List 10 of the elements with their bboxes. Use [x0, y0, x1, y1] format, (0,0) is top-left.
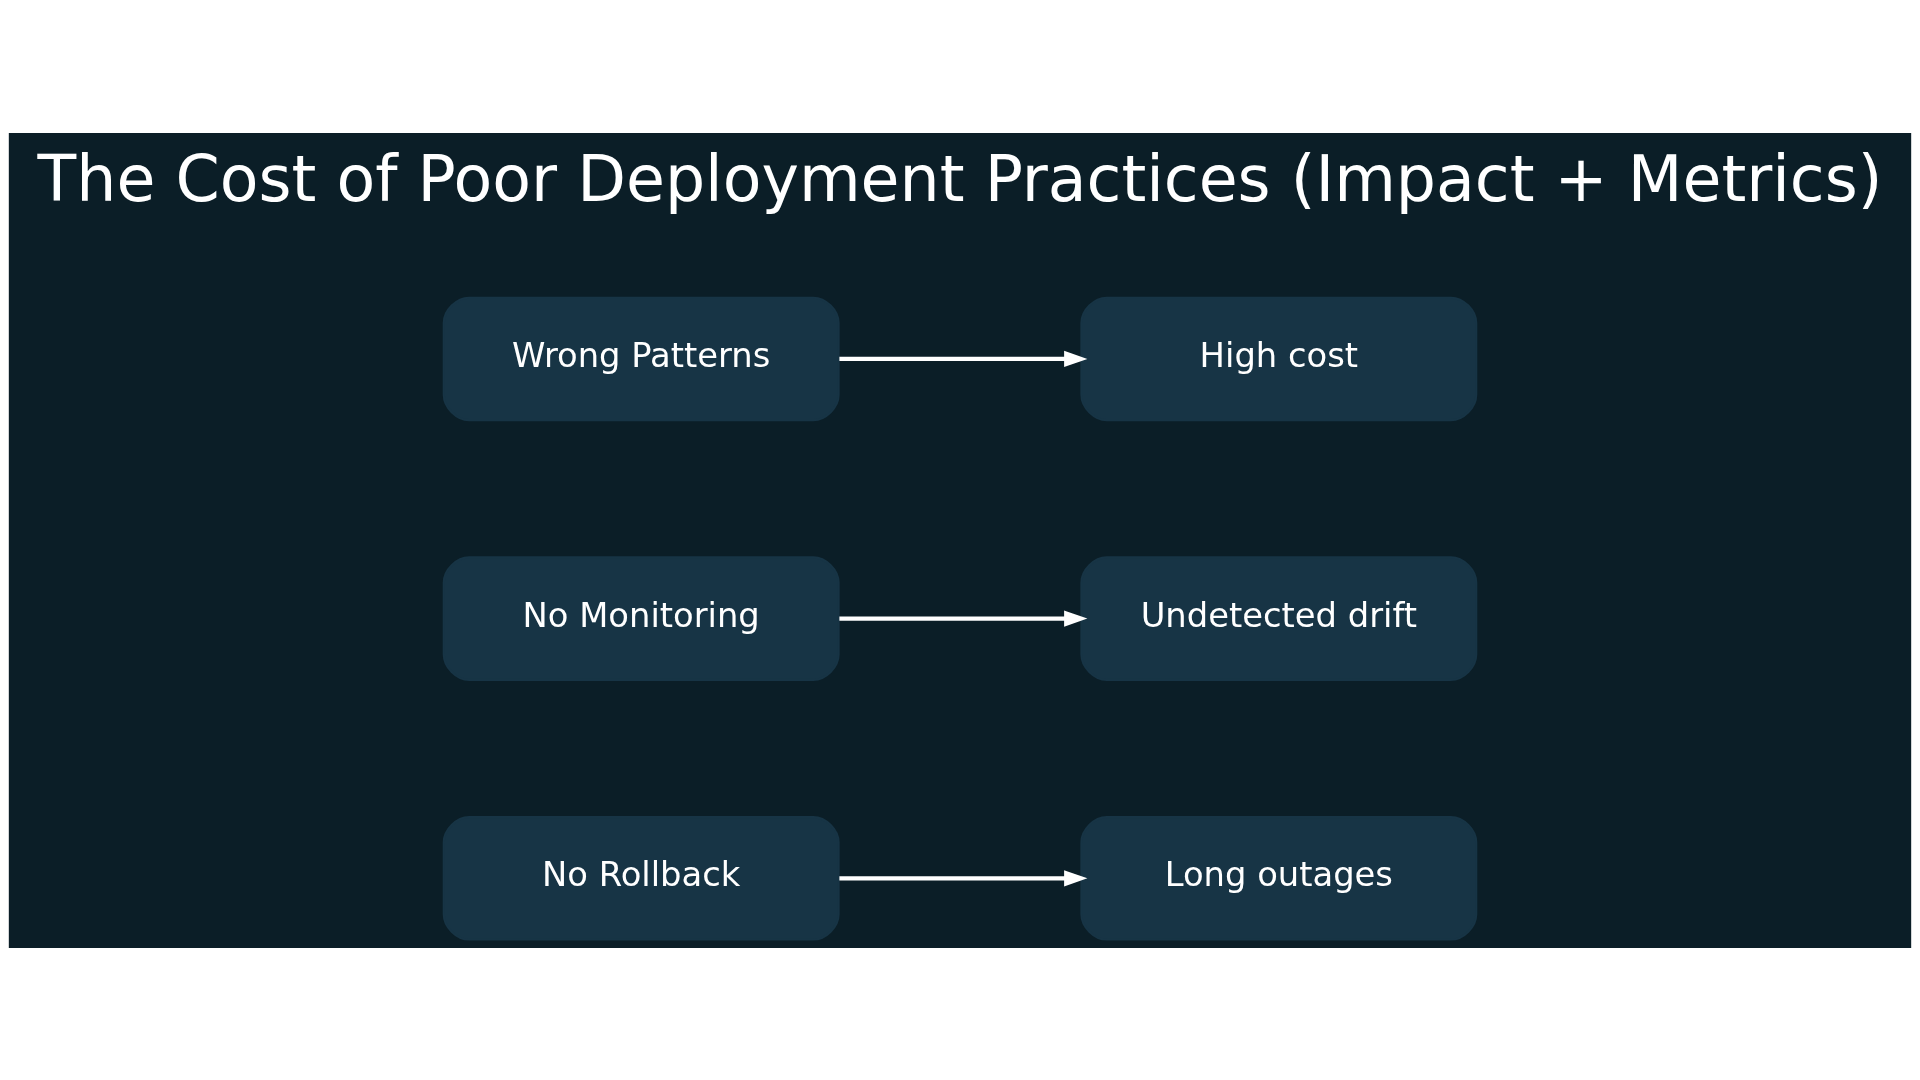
- arrow: [839, 609, 1088, 627]
- node-box: No Rollback: [442, 815, 840, 941]
- diagram-title: The Cost of Poor Deployment Practices (Impact + Metrics): [37, 141, 1883, 216]
- node-box: High cost: [1080, 296, 1478, 421]
- node-box: No Monitoring: [442, 555, 840, 681]
- arrow: [839, 350, 1088, 367]
- node-box: Undetected drift: [1080, 555, 1478, 681]
- node-box: Long outages: [1080, 815, 1478, 941]
- node-box: Wrong Patterns: [442, 296, 840, 421]
- arrow: [839, 869, 1088, 886]
